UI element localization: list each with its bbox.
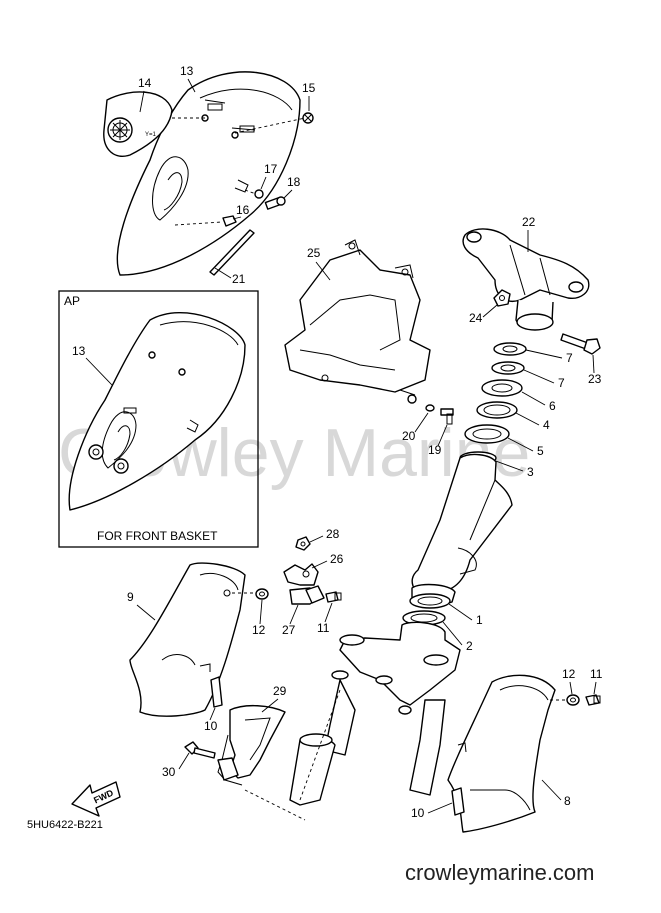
strip-10-left — [210, 676, 223, 708]
label-14: 14 — [138, 76, 152, 90]
label-10-a: 10 — [204, 719, 218, 733]
bolt-19 — [440, 408, 454, 425]
bracket-25 — [284, 239, 431, 396]
label-11-a: 11 — [317, 621, 330, 635]
label-30: 30 — [162, 765, 176, 779]
ap-inset-frame — [58, 290, 259, 548]
label-23: 23 — [588, 372, 602, 386]
strip-10-right — [451, 787, 465, 816]
bolt-11-left — [325, 591, 342, 603]
diagram-code: 5HU6422-B221 — [27, 819, 103, 831]
label-7-b: 7 — [558, 376, 565, 390]
label-2: 2 — [466, 639, 473, 653]
bearing-2 — [402, 610, 446, 626]
race-1 — [409, 593, 451, 609]
ap-caption: FOR FRONT BASKET — [97, 529, 218, 543]
label-13: 13 — [180, 64, 194, 78]
label-17: 17 — [264, 162, 278, 176]
label-10-b: 10 — [411, 806, 425, 820]
label-29: 29 — [273, 684, 287, 698]
svg-text:Y=1: Y=1 — [145, 132, 157, 138]
label-12-a: 12 — [252, 623, 266, 637]
site-credit: crowleymarine.com — [405, 860, 595, 885]
clip-16 — [174, 215, 237, 227]
bolt-18 — [264, 196, 286, 210]
label-3: 3 — [527, 465, 534, 479]
label-16: 16 — [236, 203, 250, 217]
label-18: 18 — [287, 175, 301, 189]
label-19: 19 — [428, 443, 442, 457]
washer-20-a — [407, 394, 417, 404]
label-12-b: 12 — [562, 667, 576, 681]
label-9: 9 — [127, 590, 134, 604]
race-5 — [464, 424, 510, 444]
label-6: 6 — [549, 399, 556, 413]
bracket-29 — [217, 705, 286, 786]
washer-20 — [425, 404, 435, 412]
fwd-arrow: FWD — [71, 781, 121, 817]
bolt-11-right — [585, 694, 601, 706]
label-15: 15 — [302, 81, 316, 95]
race-6 — [481, 379, 523, 397]
label-4: 4 — [543, 418, 550, 432]
grommet-12-left — [255, 588, 269, 600]
side-cover-right — [447, 674, 556, 833]
collar-27 — [305, 585, 325, 604]
washer-24 — [493, 289, 511, 307]
label-28: 28 — [326, 527, 340, 541]
grommet-12-right — [566, 694, 580, 706]
nut-28 — [295, 536, 311, 551]
ap-label: AP — [64, 294, 80, 308]
label-5: 5 — [537, 444, 544, 458]
handlebar-holder — [462, 228, 590, 331]
front-cover-ap — [68, 311, 246, 511]
emblem: Y=1 — [103, 91, 173, 157]
nut-7-upper — [493, 342, 527, 356]
label-8: 8 — [564, 794, 571, 808]
strip-21 — [209, 229, 255, 276]
label-25: 25 — [307, 246, 321, 260]
label-7-a: 7 — [566, 351, 573, 365]
label-26: 26 — [330, 552, 344, 566]
label-1: 1 — [476, 613, 483, 627]
lower-yoke-fork — [289, 621, 461, 806]
washer-17 — [254, 189, 264, 199]
label-22: 22 — [522, 215, 536, 229]
ap-label-13: 13 — [72, 344, 86, 358]
front-cover-top — [116, 71, 301, 276]
side-cover-left — [129, 562, 246, 717]
bearing-4 — [476, 401, 518, 419]
label-21: 21 — [232, 272, 246, 286]
nut-7-lower — [491, 361, 525, 375]
label-24: 24 — [469, 311, 483, 325]
label-27: 27 — [282, 623, 296, 637]
label-11-b: 11 — [590, 667, 603, 681]
label-20: 20 — [402, 429, 416, 443]
screw-15 — [302, 112, 314, 124]
bolt-23 — [560, 333, 601, 355]
bolt-30 — [184, 741, 216, 759]
